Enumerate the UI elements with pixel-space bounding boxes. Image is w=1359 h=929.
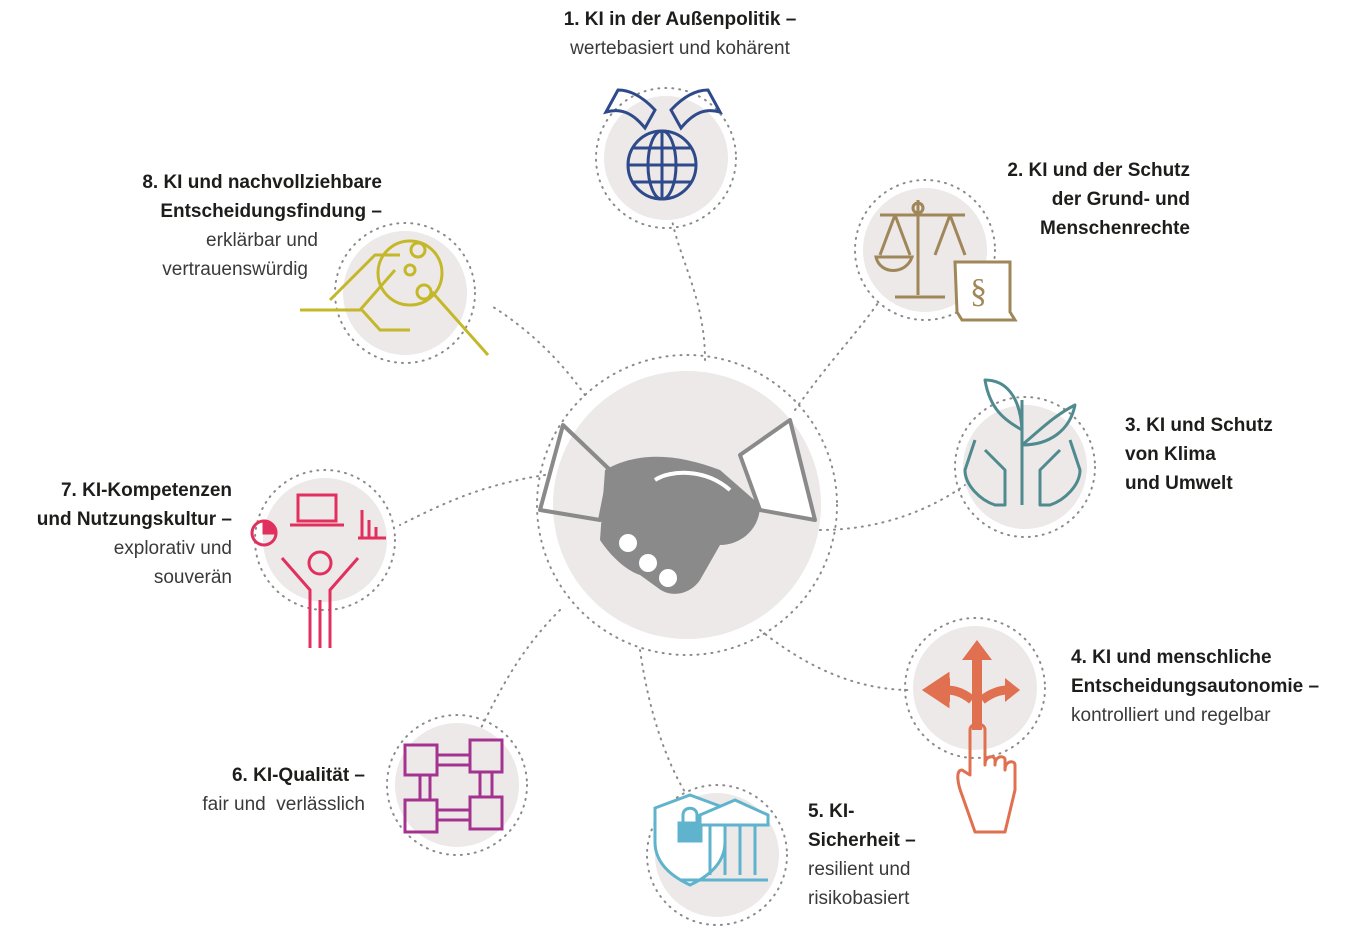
circuit-icon xyxy=(300,239,490,356)
node-4-subtitle: kontrolliert und regelbar xyxy=(1071,705,1271,726)
node-7-label: 7. KI-Kompetenzen und Nutzungskultur – e… xyxy=(0,476,232,592)
node-6-title: 6. KI-Qualität – xyxy=(231,765,365,786)
node-5-subtitle-line-1: resilient und xyxy=(808,859,911,880)
node-7 xyxy=(250,469,396,648)
connector-5 xyxy=(639,649,691,801)
hands-plant-icon xyxy=(963,378,1082,507)
node-8-subtitle-line-1: erklärbar und xyxy=(206,230,318,251)
node-4-label: 4. KI und menschliche Entscheidungsauton… xyxy=(1071,643,1356,730)
person-laptop-chart-icon xyxy=(250,493,386,648)
node-4 xyxy=(904,617,1046,834)
node-8-title-line-2: Entscheidungsfindung – xyxy=(160,201,382,222)
node-1-label: 1. KI in der Außenpolitik – wertebasiert… xyxy=(520,5,840,63)
node-2-label: 2. KI und der Schutz der Grund- und Mens… xyxy=(960,156,1190,243)
node-5-title-line-2: Sicherheit – xyxy=(808,830,916,851)
node-2: § xyxy=(854,179,1018,322)
node-3-title-line-1: 3. KI und Schutz xyxy=(1125,415,1273,436)
node-1-title: 1. KI in der Außenpolitik – xyxy=(563,9,797,30)
connector-1 xyxy=(671,219,706,361)
hub-node xyxy=(536,354,838,656)
hub-dotted-ring xyxy=(536,354,838,656)
node-5-subtitle-line-2: risikobasiert xyxy=(808,888,910,909)
node-3-label: 3. KI und Schutz von Klima und Umwelt xyxy=(1125,411,1325,498)
node-3 xyxy=(954,378,1096,538)
connector-3 xyxy=(819,484,966,531)
node-7-title-line-2: und Nutzungskultur – xyxy=(36,509,232,530)
node-2-title-line-2: der Grund- und xyxy=(1051,189,1190,210)
connector-6 xyxy=(479,609,561,731)
node-4-title-line-2: Entscheidungsautonomie – xyxy=(1071,676,1320,697)
scales-paragraph-icon: § xyxy=(874,200,1018,322)
node-5 xyxy=(646,784,788,926)
node-2-title-line-1: 2. KI und der Schutz xyxy=(1007,160,1190,181)
connector-8 xyxy=(489,304,586,396)
connector-7 xyxy=(399,474,546,526)
hand-arrows-icon xyxy=(921,640,1020,834)
connector-4 xyxy=(759,629,911,691)
linked-hands-icon xyxy=(403,738,504,834)
connector-lines xyxy=(399,219,966,801)
node-8-subtitle-line-2: vertrauenswürdig xyxy=(162,259,308,280)
node-8-label: 8. KI und nachvollziehbare Entscheidungs… xyxy=(70,168,382,284)
globe-flags-icon xyxy=(602,88,724,201)
node-5-title-line-1: 5. KI- xyxy=(808,801,855,822)
node-5-label: 5. KI- Sicherheit – resilient und risiko… xyxy=(808,797,968,913)
node-7-title-line-1: 7. KI-Kompetenzen xyxy=(60,480,232,501)
node-1-subtitle: wertebasiert und kohärent xyxy=(570,38,790,59)
node-2-title-line-3: Menschenrechte xyxy=(1040,218,1190,239)
node-3-title-line-3: und Umwelt xyxy=(1125,473,1233,494)
node-3-title-line-2: von Klima xyxy=(1125,444,1216,465)
connector-2 xyxy=(794,299,881,411)
node-8-title-line-1: 8. KI und nachvollziehbare xyxy=(142,172,382,193)
node-4-title-line-1: 4. KI und menschliche xyxy=(1071,647,1272,668)
node-6 xyxy=(386,714,528,856)
node-1 xyxy=(595,87,737,229)
node-6-label: 6. KI-Qualität – fair und verlässlich xyxy=(140,761,365,819)
node-7-subtitle-line-1: explorativ und xyxy=(113,538,232,559)
handshake-icon xyxy=(538,418,817,594)
node-6-subtitle: fair und verlässlich xyxy=(202,794,365,815)
node-8 xyxy=(300,222,490,364)
node-7-subtitle-line-2: souverän xyxy=(153,567,232,588)
shield-lock-building-icon xyxy=(653,793,770,887)
svg-text:§: § xyxy=(970,273,987,310)
